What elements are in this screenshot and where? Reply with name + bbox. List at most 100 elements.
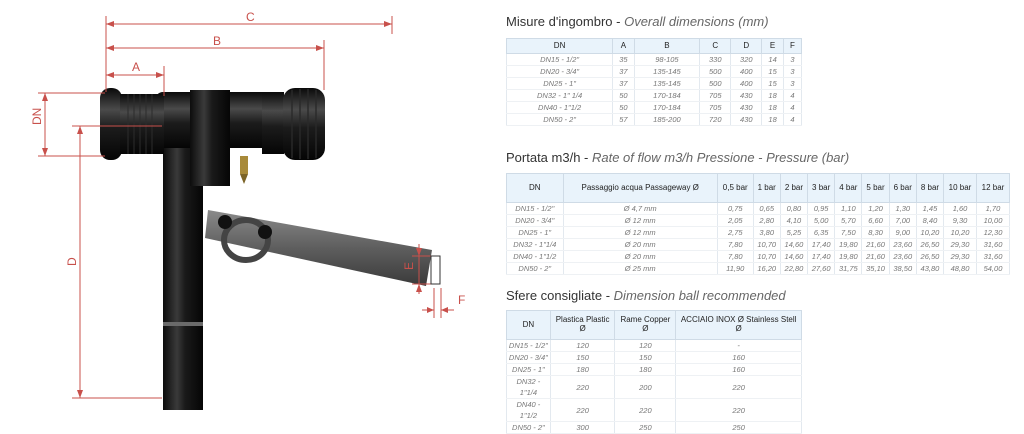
table-cell: 3 [782, 53, 803, 66]
table-cell: 500 [699, 65, 732, 78]
table-cell: 135-145 [633, 77, 701, 90]
column-header: 1 bar [752, 173, 781, 203]
table-cell: 10,20 [943, 226, 977, 239]
table-cell: 170-184 [633, 89, 701, 102]
table-cell: DN40 - 1"1/2 [505, 101, 614, 114]
table-cell: 6,60 [861, 214, 890, 227]
table-cell: DN50 - 2" [506, 421, 551, 434]
table-cell: 2,05 [716, 214, 754, 227]
table-cell: 120 [549, 339, 616, 352]
table-cell: 16,20 [752, 262, 781, 275]
table-cell: DN20 - 3/4" [506, 351, 551, 364]
table-cell: 37 [612, 65, 635, 78]
table-cell: 23,60 [888, 250, 917, 263]
table-cell: DN20 - 3/4" [506, 214, 564, 227]
column-header: 0,5 bar [716, 173, 754, 203]
table-cell: 220 [549, 375, 616, 399]
table-cell: Ø 12 mm [562, 214, 718, 227]
table-cell: 120 [614, 339, 677, 352]
column-header: 10 bar [943, 173, 977, 203]
section-flow-rate-title: Portata m3/h - Rate of flow m3/h Pressio… [506, 150, 849, 165]
table-cell: 1,10 [834, 202, 863, 215]
section-title-sub: Overall dimensions (mm) [624, 14, 769, 29]
section-title-main: Misure d'ingombro - [506, 14, 625, 29]
table-cell: 54,00 [975, 262, 1011, 275]
valve-body [100, 88, 325, 186]
table-cell: 23,60 [888, 238, 917, 251]
float-arm [205, 210, 432, 286]
table-cell: 10,00 [975, 214, 1011, 227]
table-cell: 26,50 [915, 238, 945, 251]
table-cell: 1,30 [888, 202, 917, 215]
table-cell: Ø 20 mm [562, 238, 718, 251]
table-cell: 9,00 [888, 226, 917, 239]
table-cell: 300 [549, 421, 616, 434]
table-cell: 37 [612, 77, 635, 90]
table-cell: DN32 - 1" 1/4 [505, 89, 614, 102]
table-cell: 50 [612, 89, 635, 102]
table-cell: DN40 - 1"1/2 [506, 250, 564, 263]
table-cell: 19,80 [834, 250, 863, 263]
table-cell: 185-200 [633, 113, 701, 126]
column-header: Rame Copper Ø [614, 310, 677, 340]
column-header: DN [505, 38, 614, 54]
table-cell: 1,60 [943, 202, 977, 215]
column-header: Passaggio acqua Passageway Ø [562, 173, 718, 203]
table-cell: 17,40 [807, 238, 836, 251]
section-title-sub: Rate of flow m3/h Pressione - Pressure (… [591, 150, 850, 165]
table-cell: DN32 - 1"1/4 [506, 238, 564, 251]
table-cell: 705 [699, 101, 732, 114]
table-cell: 0,75 [716, 202, 754, 215]
dim-label-f: F [458, 293, 465, 307]
table-cell: 43,80 [915, 262, 945, 275]
table-cell: 17,40 [807, 250, 836, 263]
table-cell: 4 [782, 113, 803, 126]
column-header: 5 bar [861, 173, 890, 203]
column-header: 2 bar [779, 173, 809, 203]
table-cell: 5,70 [834, 214, 863, 227]
dim-label-a: A [132, 60, 140, 74]
table-cell: 21,60 [861, 238, 890, 251]
table-cell: 220 [614, 398, 677, 422]
table-cell: 18 [761, 101, 784, 114]
table-cell: 4,10 [779, 214, 809, 227]
section-title-main: Portata m3/h - [506, 150, 592, 165]
table-cell: 29,30 [943, 238, 977, 251]
column-header: 12 bar [975, 173, 1011, 203]
table-cell: 0,80 [779, 202, 809, 215]
table-cell: 10,20 [915, 226, 945, 239]
table-cell: 3 [782, 65, 803, 78]
table-cell: 220 [675, 375, 802, 399]
table-cell: 31,60 [975, 250, 1011, 263]
table-cell: 400 [730, 65, 763, 78]
table-cell: 320 [730, 53, 763, 66]
table-cell: 2,80 [752, 214, 781, 227]
column-header: 4 bar [834, 173, 863, 203]
table-cell: 21,60 [861, 250, 890, 263]
table-cell: 200 [614, 375, 677, 399]
table-cell: 5,00 [807, 214, 836, 227]
column-header: 3 bar [807, 173, 836, 203]
table-cell: 4 [782, 101, 803, 114]
dim-label-dn: DN [30, 108, 44, 125]
table-cell: DN32 - 1"1/4 [506, 375, 551, 399]
column-header: D [730, 38, 763, 54]
section-title-sub: Dimension ball recommended [613, 288, 786, 303]
table-cell: 18 [761, 89, 784, 102]
table-cell: 160 [675, 351, 802, 364]
table-cell: 4 [782, 89, 803, 102]
table-cell: DN20 - 3/4" [505, 65, 614, 78]
